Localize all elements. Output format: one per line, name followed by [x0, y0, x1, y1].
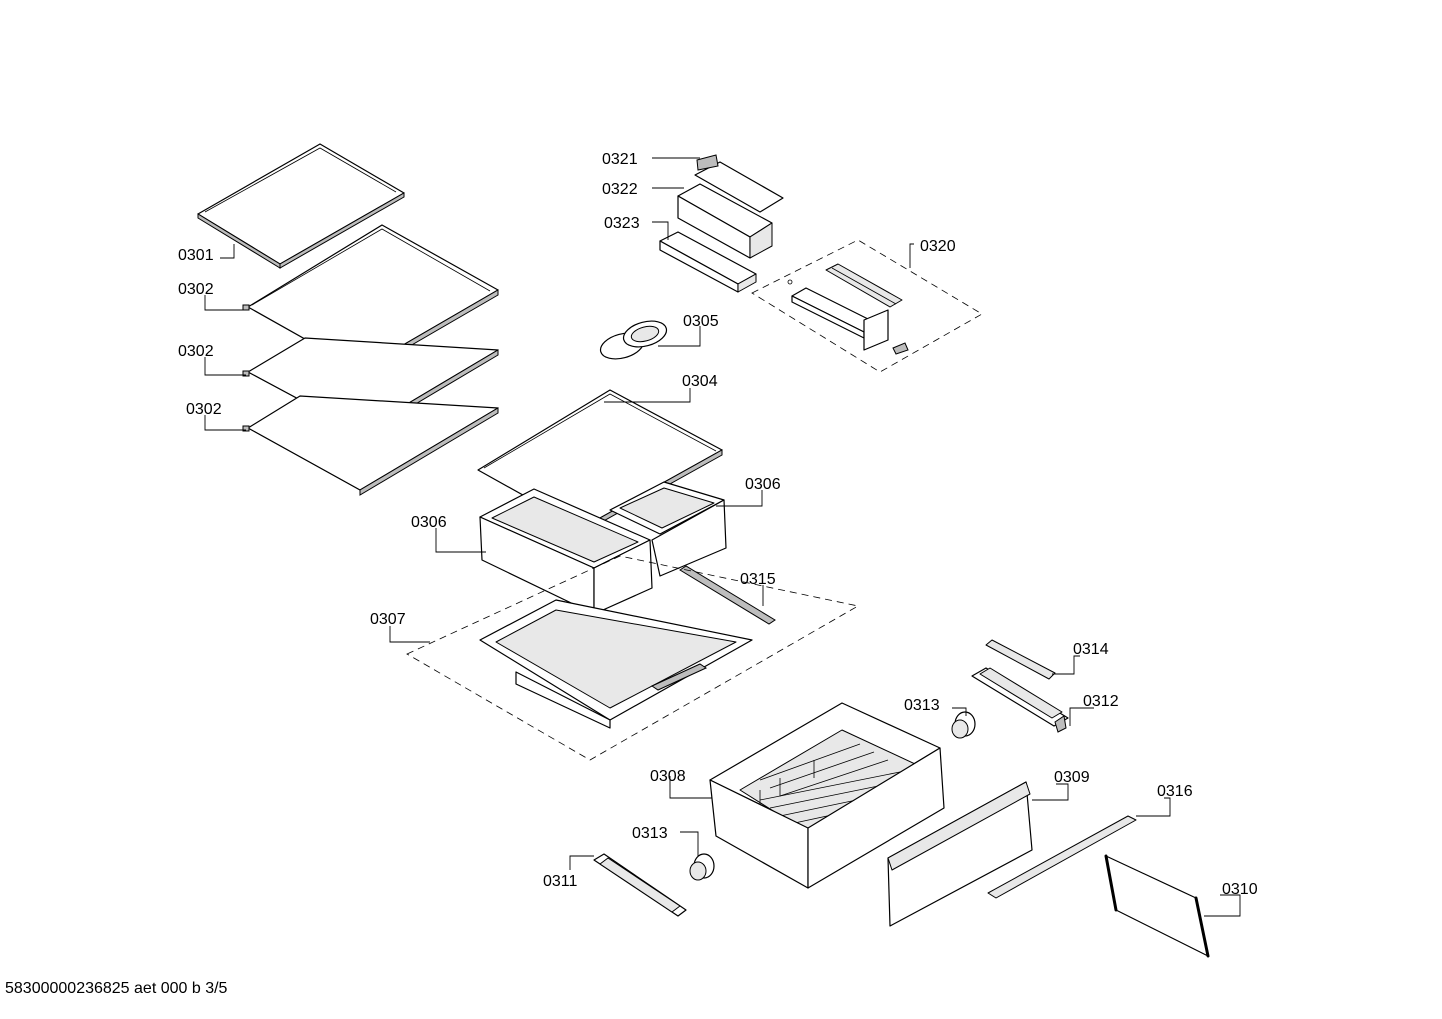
side-panel-0310 [1104, 854, 1210, 958]
rail-0316 [987, 815, 1137, 899]
label-0316: 0316 [1157, 783, 1193, 800]
glass-shelf-0302-bottom [242, 395, 499, 496]
label-0307: 0307 [370, 611, 406, 628]
drawer-frame-0307 [406, 555, 860, 761]
label-0314: 0314 [1073, 641, 1109, 658]
freezer-drawer-0308 [709, 702, 945, 889]
label-0322: 0322 [602, 181, 638, 198]
label-0306-right: 0306 [745, 476, 781, 493]
label-0306-left: 0306 [411, 514, 447, 531]
roller-0313-lower [689, 853, 715, 881]
label-0302-middle: 0302 [178, 343, 214, 360]
slide-rail-0312 [971, 667, 1069, 733]
label-0312: 0312 [1083, 693, 1119, 710]
label-0309: 0309 [1054, 769, 1090, 786]
leader-lines [204, 157, 1241, 917]
label-0321: 0321 [602, 151, 638, 168]
label-0323: 0323 [604, 215, 640, 232]
assembly-0320 [751, 239, 983, 373]
part-0321 [694, 154, 784, 213]
label-0301: 0301 [178, 247, 214, 264]
label-0304: 0304 [682, 373, 718, 390]
drawer-front-0309 [887, 781, 1033, 927]
label-0320: 0320 [920, 238, 956, 255]
label-0302-bottom: 0302 [186, 401, 222, 418]
glass-shelf-0301 [197, 143, 405, 269]
part-0323 [659, 231, 757, 293]
strip-0314 [985, 639, 1056, 680]
crisper-drawer-0306-right [609, 481, 727, 577]
roller-0313-upper [951, 711, 976, 739]
label-0302-top: 0302 [178, 281, 214, 298]
label-0311: 0311 [543, 873, 578, 890]
label-0308: 0308 [650, 768, 686, 785]
label-0315: 0315 [740, 571, 776, 588]
part-0322 [677, 183, 773, 259]
rail-0315 [679, 565, 776, 625]
label-0313-lower: 0313 [632, 825, 668, 842]
seal-rings-0305 [599, 320, 668, 360]
document-id: 58300000236825 aet 000 b 3/5 [5, 980, 228, 997]
label-0313-upper: 0313 [904, 697, 940, 714]
label-0310: 0310 [1222, 881, 1258, 898]
crisper-drawer-0306-left [479, 488, 653, 615]
bracket-0311 [593, 853, 687, 917]
label-0305: 0305 [683, 313, 719, 330]
